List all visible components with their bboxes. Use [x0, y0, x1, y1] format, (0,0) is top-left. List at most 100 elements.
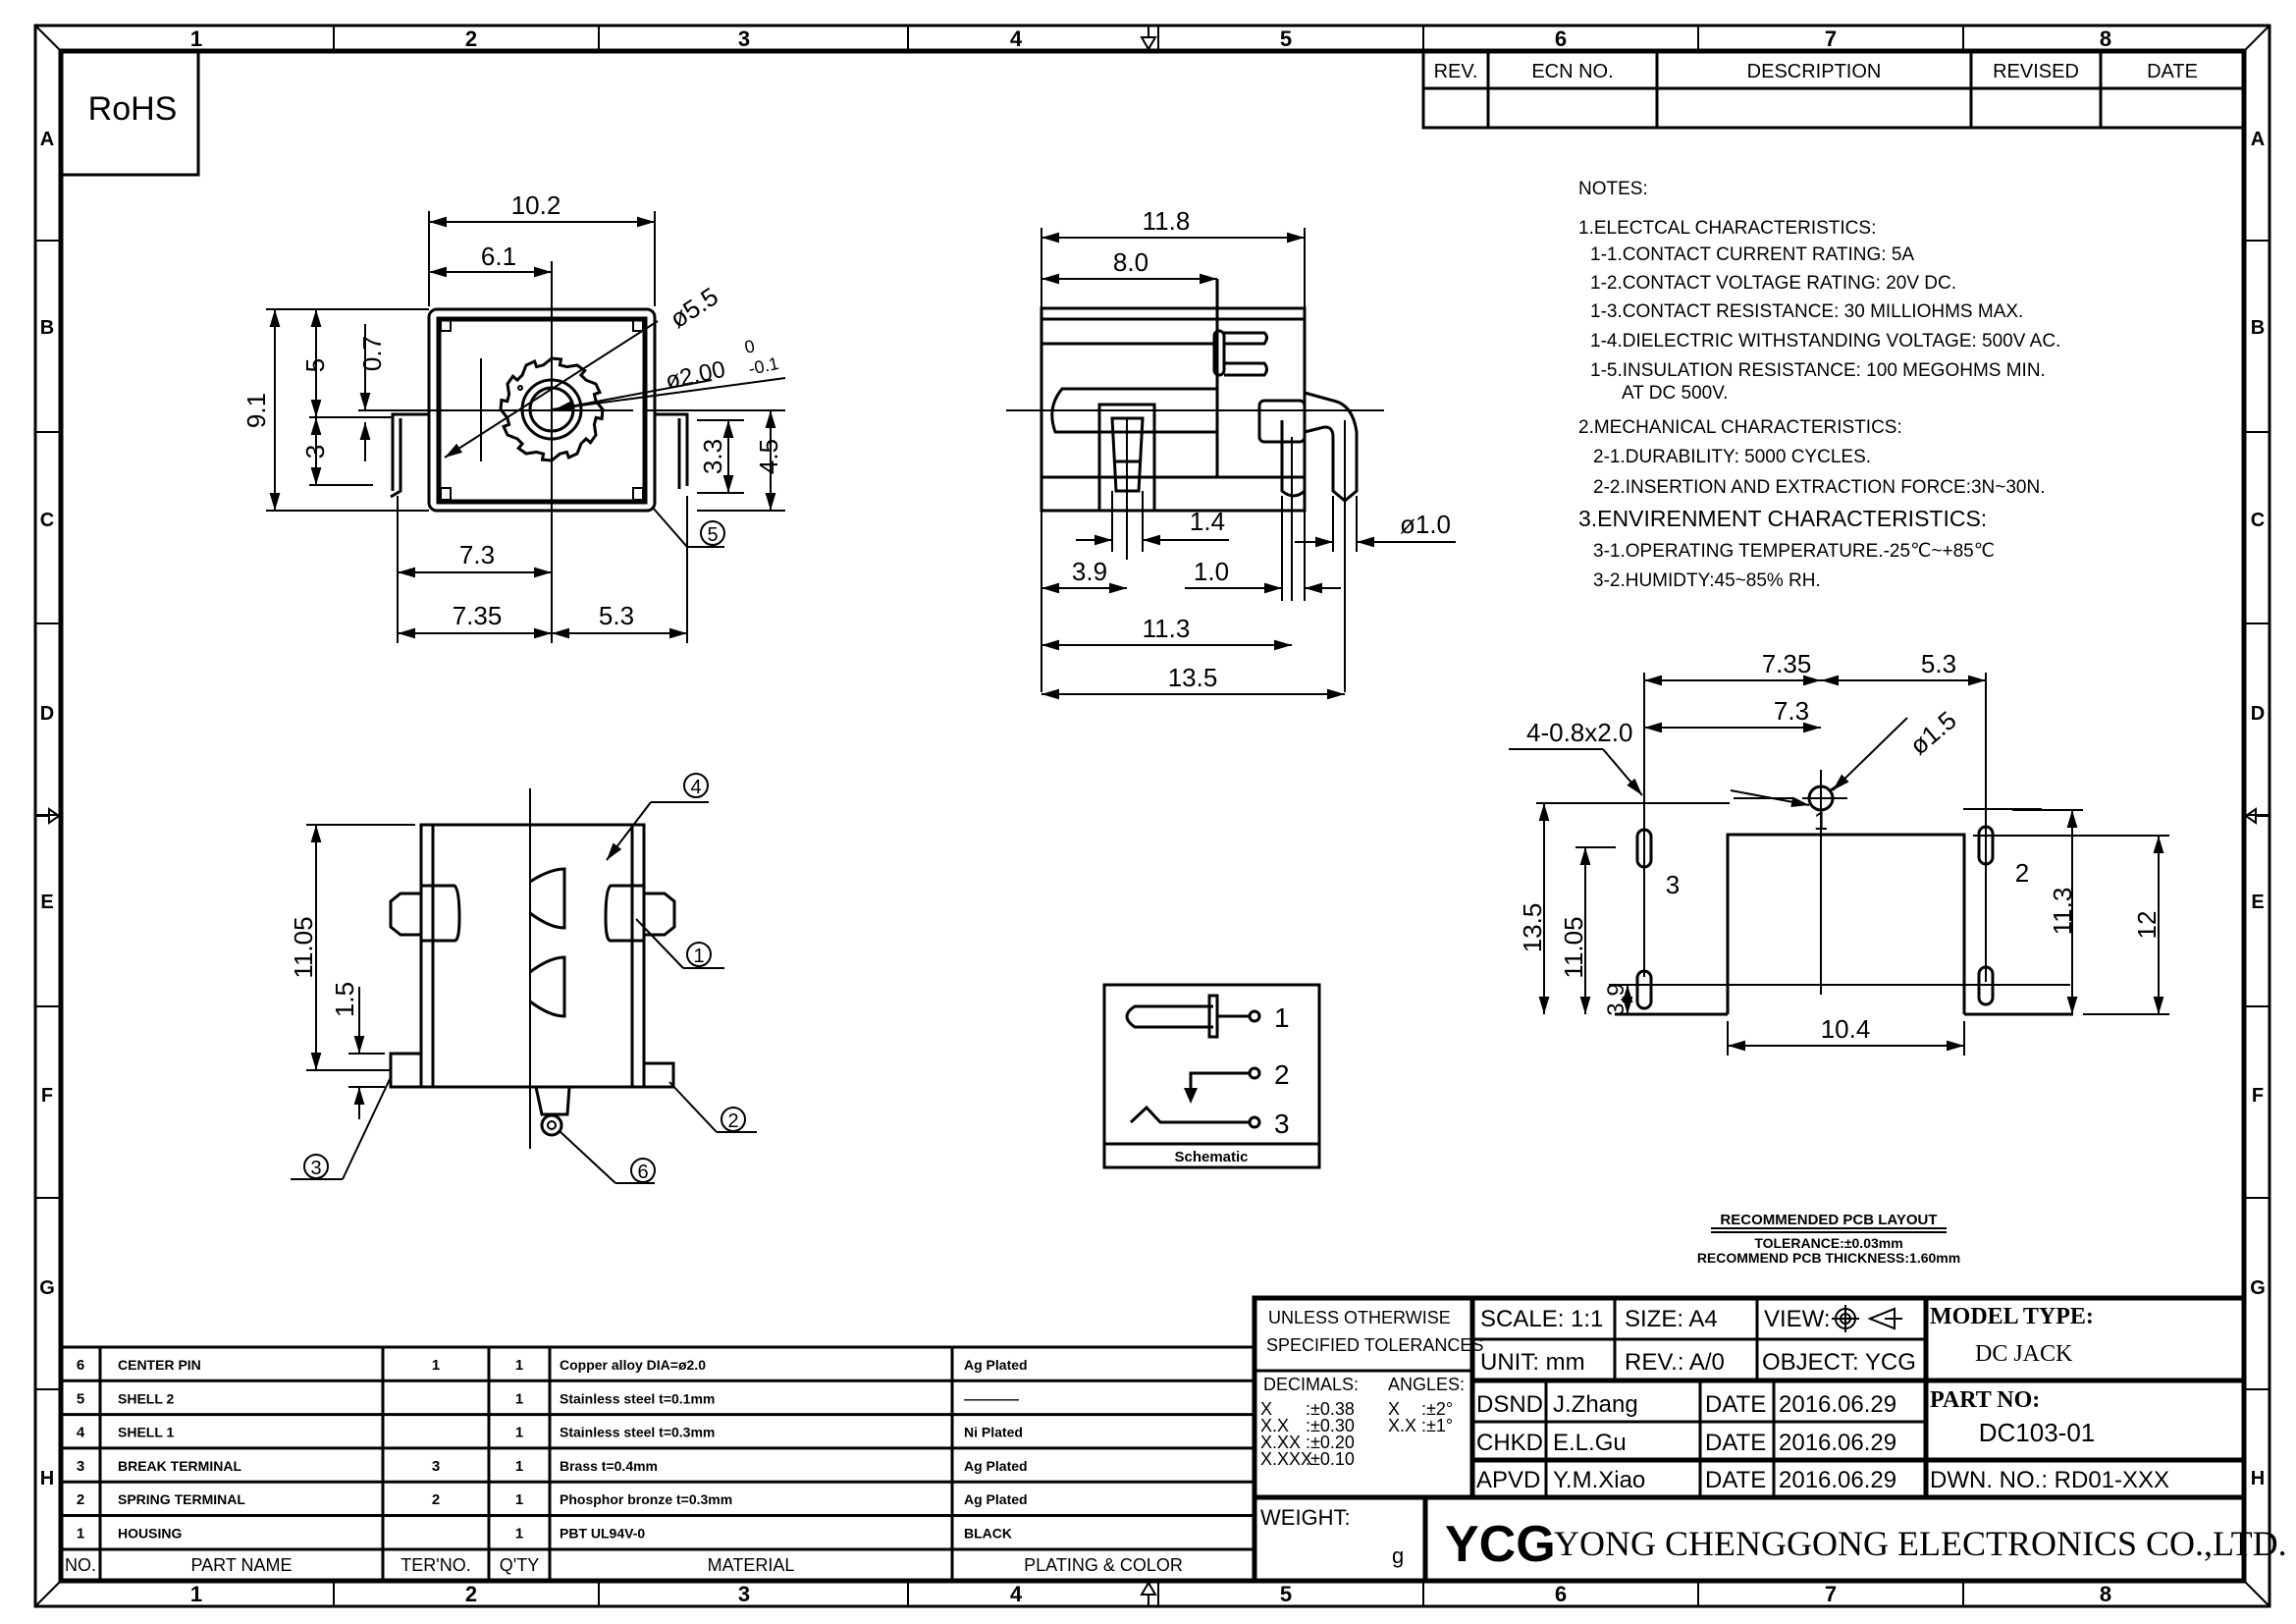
- dim-label: 11.3: [1143, 614, 1191, 643]
- part-material: Phosphor bronze t=0.3mm: [560, 1491, 732, 1507]
- signoff-role: CHKD: [1476, 1430, 1543, 1456]
- decimal-tolerance: :±0.30: [1306, 1416, 1355, 1435]
- part-terminal: 1: [432, 1357, 440, 1374]
- sheet-frame: [33, 24, 2271, 1608]
- angle-format: X: [1388, 1399, 1400, 1419]
- pcb-thickness: RECOMMEND PCB THICKNESS:1.60mm: [1697, 1250, 1960, 1266]
- part-qty: 1: [515, 1458, 523, 1475]
- dim-label: ø1.5: [1904, 705, 1962, 760]
- part-material: PBT UL94V-0: [560, 1526, 645, 1542]
- row-label: C: [2251, 510, 2265, 531]
- schematic-pin-3: 3: [1274, 1109, 1290, 1139]
- part-terminal: 2: [432, 1491, 440, 1508]
- weight-unit: g: [1392, 1543, 1404, 1568]
- dim-label: 9.1: [241, 393, 271, 428]
- model-type-value: DC JACK: [1975, 1341, 2073, 1367]
- dim-label: 12: [2132, 911, 2162, 940]
- dim-label: 3: [300, 445, 330, 459]
- object-field: OBJECT: YCG: [1762, 1349, 1916, 1376]
- part-plating: BLACK: [964, 1526, 1012, 1542]
- decimal-tolerance: :±0.10: [1306, 1449, 1355, 1469]
- callout-3: 3: [310, 1158, 321, 1179]
- dim-label: 3.9: [1072, 557, 1107, 586]
- note-line: 3.ENVIRENMENT CHARACTERISTICS:: [1578, 506, 1987, 531]
- schematic: 1 2 3 Schematic: [1102, 983, 1321, 1169]
- row-label: A: [40, 129, 54, 150]
- pcb-pin-label-3: 3: [1666, 870, 1680, 899]
- weight-label: WEIGHT:: [1260, 1505, 1351, 1530]
- parts-header-qty: Q'TY: [500, 1555, 539, 1575]
- note-line: 1-4.DIELECTRIC WITHSTANDING VOLTAGE: 500…: [1590, 331, 2060, 352]
- decimal-format: X.X: [1260, 1416, 1289, 1435]
- part-no: 3: [77, 1458, 84, 1475]
- column-label: 1: [190, 1582, 202, 1606]
- note-line: 2.MECHANICAL CHARACTERISTICS:: [1578, 417, 1902, 438]
- angle-format: X.X: [1388, 1416, 1416, 1435]
- pcb-tolerance: TOLERANCE:±0.03mm: [1754, 1235, 1902, 1251]
- dim-label: 3.9: [1603, 983, 1629, 1015]
- note-line: 3-2.HUMIDTY:45~85% RH.: [1593, 570, 1821, 591]
- signoff-name: E.L.Gu: [1553, 1430, 1627, 1456]
- slot-spec: 4-0.8x2.0: [1526, 718, 1632, 747]
- angles-label: ANGLES:: [1388, 1375, 1465, 1394]
- rohs-mark: RoHS: [59, 49, 200, 177]
- row-label: H: [2251, 1468, 2265, 1489]
- callout-5: 5: [707, 524, 718, 546]
- dim-label: 7.35: [1762, 649, 1812, 678]
- dim-label: 13.5: [1518, 903, 1547, 953]
- part-no: 4: [77, 1425, 85, 1441]
- parts-header-material: MATERIAL: [708, 1555, 795, 1575]
- unit-field: UNIT: mm: [1480, 1349, 1585, 1376]
- ecn-header: ECN NO.: [1531, 61, 1613, 82]
- row-label: E: [40, 892, 53, 913]
- side-view: 11.8 8.0 1.4 3.9 1.0 ø1.0 11.3 13.5: [1006, 206, 1456, 700]
- decimal-format: X.XXX: [1260, 1449, 1312, 1469]
- dim-label: 7.35: [453, 601, 503, 630]
- rohs-label: RoHS: [88, 90, 178, 128]
- size-field: SIZE: A4: [1625, 1306, 1718, 1332]
- bottom-view: 11.05 1.5 4 1 2 3 6: [289, 773, 757, 1184]
- dim-label: 5.3: [599, 601, 634, 630]
- date-header: DATE: [2147, 61, 2198, 82]
- drawing-number: DWN. NO.: RD01-XXX: [1930, 1467, 2169, 1493]
- signoff-name: J.Zhang: [1553, 1391, 1638, 1418]
- dim-label: 1.5: [330, 982, 359, 1017]
- dim-label: 7.3: [1774, 696, 1809, 726]
- column-label: 3: [738, 1582, 750, 1606]
- part-terminal: 3: [432, 1458, 440, 1475]
- tolerance-heading-2: SPECIFIED TOLERANCES: [1266, 1335, 1483, 1355]
- rev-field: REV.: A/0: [1625, 1349, 1725, 1376]
- decimals-label: DECIMALS:: [1263, 1375, 1359, 1394]
- row-label: D: [2251, 703, 2265, 725]
- part-name: HOUSING: [118, 1526, 182, 1542]
- angle-tolerance: :±2°: [1421, 1399, 1453, 1419]
- notes: NOTES: 1.ELECTCAL CHARACTERISTICS: 1-1.C…: [1578, 179, 2060, 591]
- part-plating: Ag Plated: [964, 1458, 1028, 1474]
- signoff-role: DSND: [1476, 1391, 1543, 1418]
- signoff-date-label: DATE: [1705, 1430, 1766, 1456]
- note-line: 1.ELECTCAL CHARACTERISTICS:: [1578, 218, 1876, 239]
- dim-label: 10.2: [511, 190, 561, 220]
- parts-header-no: NO.: [65, 1555, 96, 1575]
- dim-label: 11.05: [1559, 916, 1588, 978]
- row-label: G: [2250, 1277, 2266, 1299]
- decimal-tolerance: :±0.38: [1306, 1399, 1355, 1419]
- decimal-tolerance: :±0.20: [1306, 1433, 1355, 1452]
- title-block: UNLESS OTHERWISE SPECIFIED TOLERANCES DE…: [1252, 1295, 2287, 1584]
- dim-label: ø5.5: [665, 282, 723, 334]
- revision-table: REV. ECN NO. DESCRIPTION REVISED DATE: [1421, 49, 2246, 130]
- part-plating: ————: [964, 1390, 1019, 1406]
- signoff-date-label: DATE: [1705, 1391, 1766, 1418]
- part-material: Stainless steel t=0.1mm: [560, 1390, 715, 1406]
- part-qty: 1: [515, 1526, 523, 1543]
- parts-header-plating: PLATING & COLOR: [1024, 1555, 1183, 1575]
- ycg-logo: YCG: [1445, 1516, 1556, 1573]
- row-label: H: [40, 1468, 54, 1489]
